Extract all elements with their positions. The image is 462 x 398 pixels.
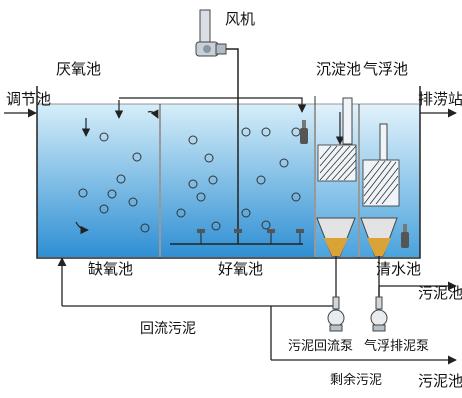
- return-pump-label: 污泥回流泵: [288, 339, 354, 354]
- flotation-agitator-icon: [300, 120, 308, 144]
- aerobic-tank-label: 好氧池: [218, 260, 264, 278]
- flotation-label: 气浮池: [363, 60, 409, 78]
- return-pump-icon: [327, 296, 345, 332]
- sedimentation-label: 沉淀池: [316, 60, 362, 78]
- discharge-label: 排涝站: [418, 90, 462, 108]
- anaerobic-tank-label: 厌氧池: [56, 60, 102, 78]
- sludge-tank-label-2: 污泥池: [418, 372, 462, 390]
- blower-label: 风机: [225, 10, 256, 28]
- flotation-pump-label: 气浮排泥泵: [364, 339, 430, 354]
- sludge-tank-label-1: 污泥池: [418, 284, 462, 302]
- blower-icon: [195, 9, 227, 57]
- aerators: [197, 229, 304, 244]
- flotation-hopper: [360, 123, 400, 257]
- excess-sludge-label: 剩余污泥: [330, 373, 383, 388]
- clear-water-pump-icon: [401, 224, 409, 248]
- air-pipe: [226, 48, 239, 244]
- sedimentation-hopper: [316, 97, 357, 257]
- anoxic-tank: [37, 104, 159, 257]
- bubbles: [78, 127, 301, 233]
- return-sludge-label: 回流污泥: [140, 321, 196, 337]
- clear-water-label: 清水池: [376, 260, 422, 278]
- regulating-tank-label: 调节池: [6, 90, 52, 108]
- flotation-pump-icon: [370, 296, 388, 332]
- anoxic-tank-label: 缺氧池: [88, 260, 134, 278]
